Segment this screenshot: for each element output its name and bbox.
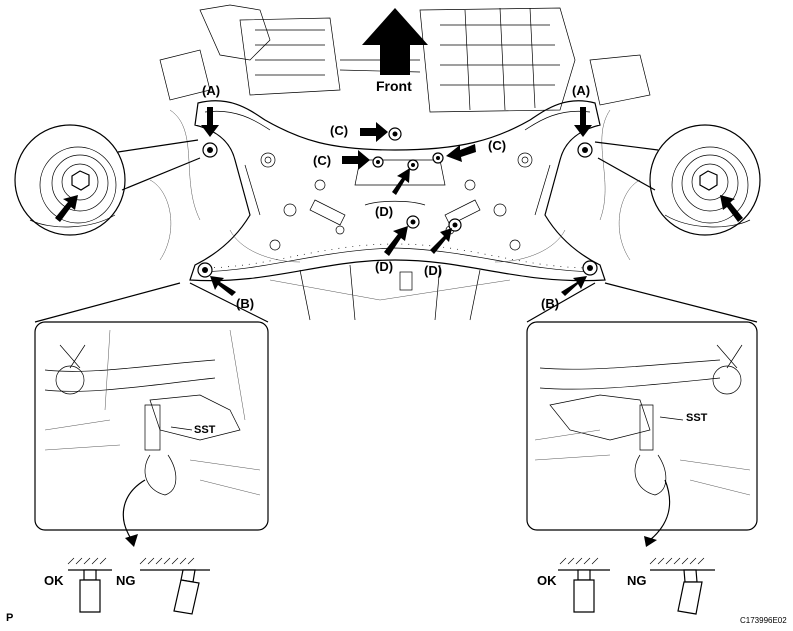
ok-label-left: OK xyxy=(44,573,64,588)
label-b-left: (B) xyxy=(236,296,255,311)
arrow-icon xyxy=(55,195,78,222)
inset-left xyxy=(34,282,269,547)
arrow-icon xyxy=(720,195,743,222)
ok-ng-left xyxy=(67,557,210,615)
detail-circle-right xyxy=(594,124,761,236)
label-d-bottom-right: (D) xyxy=(424,263,443,278)
label-a-left: (A) xyxy=(202,83,221,98)
front-arrow-icon xyxy=(362,8,428,75)
ng-label-left: NG xyxy=(116,573,136,588)
steering-linkage-background xyxy=(269,264,511,321)
page-marker: P xyxy=(6,612,14,624)
inset-right xyxy=(526,282,758,547)
label-b-right: (B) xyxy=(541,296,560,311)
label-a-right: (A) xyxy=(572,83,591,98)
curved-arrow-icon xyxy=(125,534,138,547)
label-d-bottom-left: (D) xyxy=(375,259,394,274)
sst-label-right: SST xyxy=(686,412,708,424)
label-c-right: (C) xyxy=(488,138,507,153)
figure-code: C173996E02 xyxy=(740,616,787,625)
ok-label-right: OK xyxy=(537,573,557,588)
front-label: Front xyxy=(376,78,412,94)
label-d-top: (D) xyxy=(375,204,394,219)
label-c-left: (C) xyxy=(313,153,332,168)
arrow-icon xyxy=(201,107,592,296)
label-c-top: (C) xyxy=(330,123,349,138)
curved-arrow-icon xyxy=(644,536,657,547)
sst-label-left: SST xyxy=(194,424,216,436)
ok-ng-right xyxy=(558,557,715,615)
ng-label-right: NG xyxy=(627,573,647,588)
detail-circle-left xyxy=(14,124,201,236)
